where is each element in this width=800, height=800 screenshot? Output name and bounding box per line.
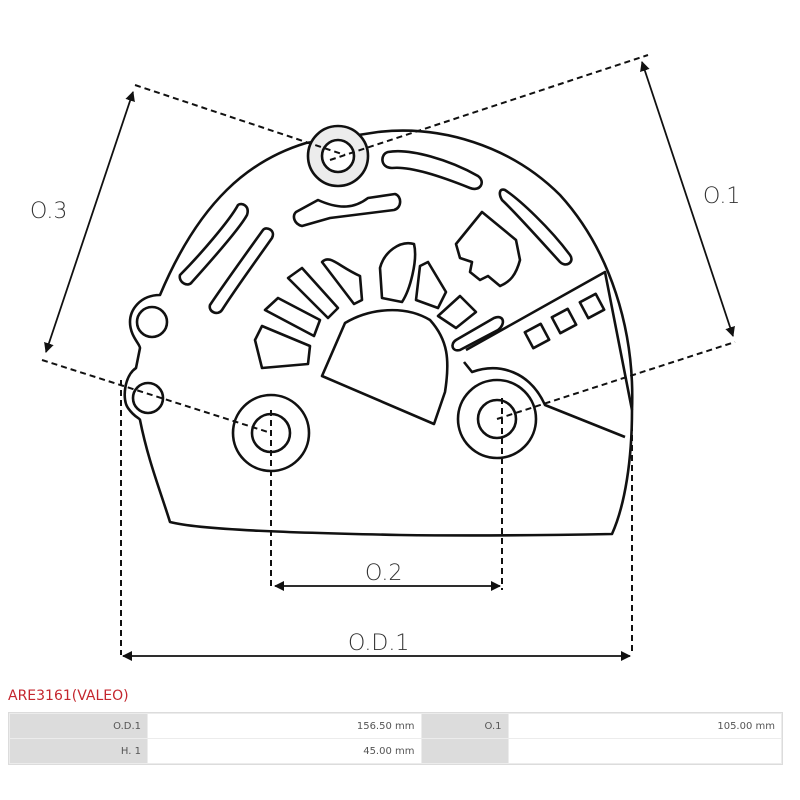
spec-table: O.D.1 156.50 mm O.1 105.00 mm H. 1 45.00… bbox=[8, 712, 783, 765]
product-title: ARE3161(VALEO) bbox=[8, 688, 129, 704]
spec-label bbox=[421, 739, 508, 763]
spec-label: O.D.1 bbox=[10, 714, 147, 738]
spec-label: O.1 bbox=[421, 714, 508, 738]
dim-o3-line bbox=[44, 91, 135, 353]
spec-value: 105.00 mm bbox=[508, 714, 781, 738]
technical-drawing: O.3 O.1 O.2 O.D.1 bbox=[30, 54, 740, 661]
table-row: O.D.1 156.50 mm O.1 105.00 mm bbox=[10, 714, 781, 738]
spec-label: H. 1 bbox=[10, 739, 147, 763]
spec-value bbox=[508, 739, 781, 763]
dim-label-o1: O.1 bbox=[703, 184, 740, 209]
dim-label-o3: O.3 bbox=[30, 199, 67, 224]
extension-lines bbox=[41, 54, 736, 655]
dim-label-o2: O.2 bbox=[365, 561, 402, 586]
dim-label-od1: O.D.1 bbox=[348, 631, 409, 656]
dimension-lines bbox=[44, 61, 735, 661]
dim-o1-line bbox=[640, 61, 735, 337]
spec-value: 45.00 mm bbox=[148, 739, 421, 763]
rectifier-plate-outline bbox=[123, 124, 634, 537]
spec-value: 156.50 mm bbox=[148, 714, 421, 738]
table-row: H. 1 45.00 mm bbox=[10, 739, 781, 763]
